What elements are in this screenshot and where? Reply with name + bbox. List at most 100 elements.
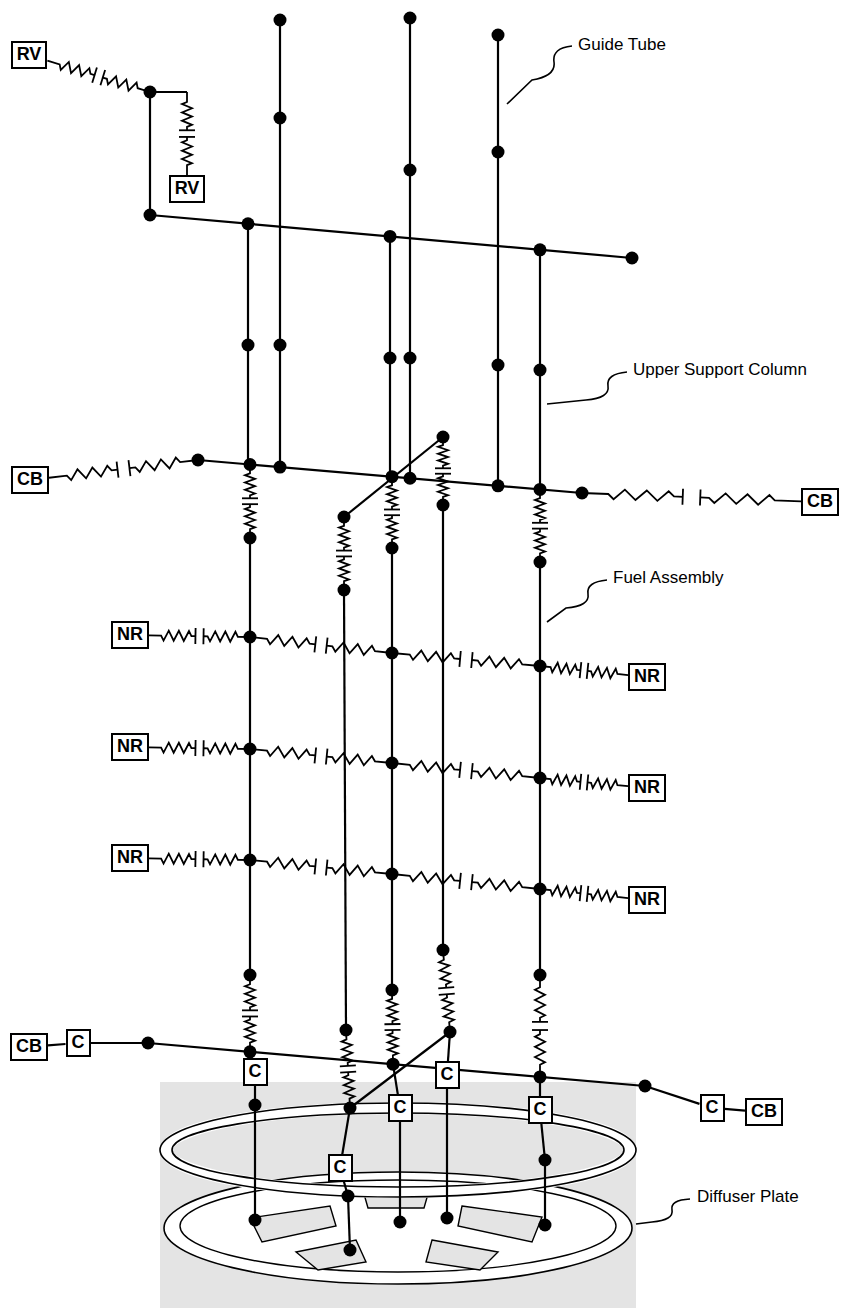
- spring-gap-symbol: [384, 509, 400, 511]
- spring-gap-symbol: [149, 631, 195, 641]
- box-label: NR: [634, 777, 660, 799]
- model-node: [492, 146, 505, 159]
- model-node: [386, 984, 399, 997]
- model-node: [437, 431, 450, 444]
- support-box: C: [243, 1058, 268, 1086]
- spring-gap-symbol: [242, 497, 258, 499]
- spring-gap-symbol: [459, 762, 461, 778]
- spring-gap-symbol: [194, 628, 196, 644]
- spring-gap-symbol: [100, 70, 105, 85]
- spring-gap-symbol: [384, 1023, 400, 1025]
- box-label: NR: [117, 736, 143, 758]
- beam-line: [149, 92, 151, 215]
- part-name: Fuel Assembly: [613, 568, 724, 588]
- model-node: [534, 364, 547, 377]
- tie-line: [645, 1086, 700, 1104]
- box-label: C: [534, 1099, 547, 1121]
- model-node: [244, 458, 257, 471]
- model-node: [274, 339, 287, 352]
- model-node: [626, 252, 639, 265]
- part-name: Upper Support Column: [633, 360, 807, 380]
- spring-gap-symbol: [582, 490, 683, 501]
- spring-gap-symbol: [532, 528, 548, 530]
- spring-gap-symbol: [699, 489, 701, 505]
- support-box: CB: [10, 1033, 48, 1061]
- spring-gap-symbol: [203, 851, 205, 867]
- spring-gap-symbol: [540, 663, 580, 674]
- spring-gap-symbol: [587, 663, 589, 679]
- model-node: [242, 339, 255, 352]
- box-label: NR: [117, 847, 143, 869]
- spring-gap-symbol: [540, 775, 580, 786]
- spring-gap-symbol: [535, 1030, 545, 1077]
- spring-gap-symbol: [129, 460, 131, 476]
- tie-line: [91, 1042, 149, 1044]
- box-label: NR: [634, 666, 660, 688]
- spring-gap-symbol: [194, 740, 196, 756]
- model-node: [274, 14, 287, 27]
- spring-gap-symbol: [250, 747, 315, 759]
- spring-gap-symbol: [103, 76, 150, 92]
- model-node: [144, 209, 157, 222]
- spring-gap-symbol: [250, 858, 315, 870]
- diffuser-hole: [250, 1206, 336, 1242]
- spring-gap-symbol: [435, 473, 451, 475]
- tie-line: [254, 1086, 256, 1105]
- diffuser-plate: [160, 1103, 636, 1284]
- model-node: [492, 29, 505, 42]
- tie-line: [448, 1032, 450, 1061]
- spring-gap-symbol: [129, 458, 198, 472]
- spring-gap-symbol: [203, 628, 205, 644]
- box-label: C: [72, 1032, 85, 1054]
- model-node: [404, 164, 417, 177]
- support-box: NR: [111, 621, 149, 649]
- spring-gap-symbol: [315, 858, 317, 874]
- support-box: RV: [169, 175, 206, 203]
- spring-gap-symbol: [471, 763, 473, 779]
- spring-gap-symbol: [336, 556, 352, 558]
- spring-gap-symbol: [182, 92, 192, 130]
- spring-gap-symbol: [580, 774, 581, 790]
- model-node: [404, 352, 417, 365]
- spring-gap-symbol: [682, 489, 684, 505]
- spring-gap-symbol: [340, 1071, 356, 1074]
- leader-lines: [507, 46, 690, 1224]
- model-node: [386, 868, 399, 881]
- spring-gap-symbol: [242, 1009, 258, 1011]
- spring-gap-symbol: [204, 631, 250, 641]
- spring-gap-symbol: [326, 749, 328, 765]
- spring-gap-symbol: [532, 522, 548, 524]
- spring-gap-symbol: [250, 635, 315, 647]
- spring-gap-symbol: [92, 67, 97, 82]
- spring-gap-symbol: [340, 1065, 356, 1068]
- spring-gap-symbol: [471, 874, 473, 890]
- diffuser-shading: [160, 1082, 636, 1308]
- diffuser-hole: [426, 1240, 498, 1270]
- support-box: NR: [111, 844, 149, 872]
- leader-line: [547, 580, 607, 622]
- spring-gap-symbol: [327, 643, 392, 655]
- diffuser-hole: [296, 1240, 366, 1270]
- box-label: RV: [17, 44, 42, 66]
- support-box: CB: [801, 488, 839, 516]
- spring-gap-symbol: [149, 854, 195, 864]
- part-name: Diffuser Plate: [697, 1187, 799, 1207]
- spring-gap-symbol: [149, 743, 195, 753]
- tie-line: [344, 1182, 348, 1196]
- spring-gap-symbol: [336, 550, 352, 552]
- spring-gap-symbol: [49, 466, 118, 480]
- spring-gap-symbol: [580, 885, 582, 901]
- spring-gap-symbol: [459, 651, 460, 667]
- model-node: [338, 511, 351, 524]
- spring-gap-symbol: [587, 886, 589, 902]
- support-box: C: [528, 1096, 553, 1124]
- support-box: C: [388, 1094, 413, 1122]
- model-node: [539, 1219, 552, 1232]
- connector-line: [725, 1109, 746, 1111]
- spring-gap-symbol: [588, 890, 628, 901]
- support-box: CB: [745, 1098, 783, 1126]
- tie-line: [446, 1089, 448, 1218]
- model-node: [386, 647, 399, 660]
- tie-line: [399, 1122, 401, 1222]
